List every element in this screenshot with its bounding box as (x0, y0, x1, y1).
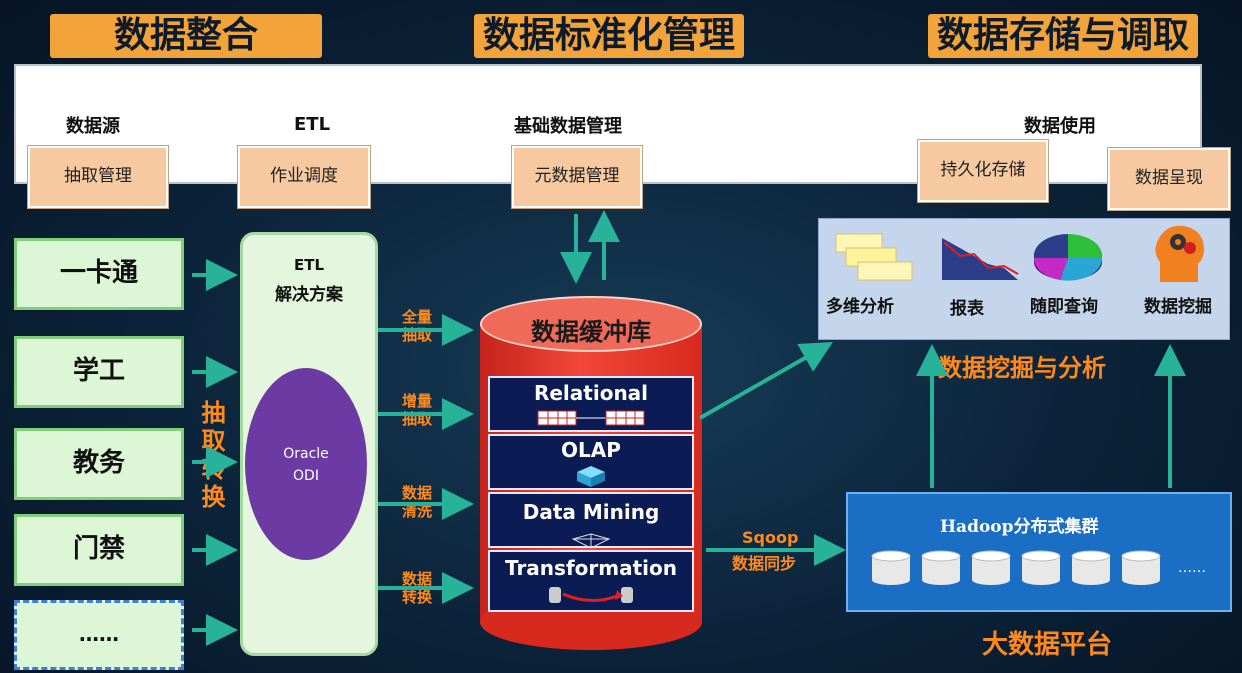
adhoc-query-pie-icon (1033, 233, 1103, 281)
multidim-cubes-icon (835, 233, 913, 281)
buffer-db-title: 数据缓冲库 (531, 318, 651, 346)
etl-solution-title-1: ETL (293, 256, 325, 274)
node-cylinder-icon (1071, 550, 1111, 585)
flow-data-cleaning: 数据清洗 (402, 484, 433, 520)
etl-solution-title-2: 解决方案 (275, 285, 343, 305)
header-integration: 数据整合 (50, 14, 322, 58)
header-storage: 数据存储与调取 (928, 14, 1198, 58)
label-data-source: 数据源 (66, 116, 120, 137)
analysis-caption: 数据挖掘与分析 (938, 354, 1106, 382)
label-etl: ETL (294, 114, 331, 135)
box-job-scheduling: 作业调度 (238, 146, 370, 208)
mining-diamond-icon (571, 533, 611, 549)
node-cylinder-icon (921, 550, 961, 585)
source-student-affairs: 学工 (14, 336, 184, 408)
source-campus-card: 一卡通 (14, 238, 184, 310)
hadoop-title: Hadoop分布式集群 (940, 517, 1099, 537)
box-extract-mgmt: 抽取管理 (28, 146, 168, 208)
analysis-multidim: 多维分析 (826, 297, 894, 317)
hadoop-nodes (871, 550, 1161, 585)
report-chart-icon (942, 238, 1019, 280)
oracle-odi-ellipse (245, 368, 367, 560)
flow-data-conversion: 数据转换 (402, 570, 433, 606)
layer-olap: OLAP (488, 434, 694, 490)
label-basic-data-mgmt: 基础数据管理 (514, 116, 622, 137)
box-data-presentation: 数据呈现 (1108, 148, 1230, 210)
sqoop-label: Sqoop (742, 528, 799, 547)
analysis-data-mining: 数据挖掘 (1144, 297, 1212, 317)
sqoop-sync-label: 数据同步 (732, 554, 797, 573)
layer-relational: Relational (488, 376, 694, 432)
box-metadata-mgmt: 元数据管理 (512, 146, 642, 208)
odi-line-1: Oracle (283, 446, 329, 462)
label-data-usage: 数据使用 (1024, 116, 1096, 137)
analysis-adhoc-query: 随即查询 (1030, 297, 1098, 317)
source-more: …… (14, 600, 184, 670)
box-persistent-storage: 持久化存储 (918, 140, 1048, 202)
relational-tables-icon (537, 410, 645, 426)
data-mining-head-icon (1155, 225, 1204, 282)
node-cylinder-icon (971, 550, 1011, 585)
transformation-arrow-icon (549, 587, 633, 603)
source-access-control: 门禁 (14, 514, 184, 586)
bigdata-platform-caption: 大数据平台 (982, 630, 1113, 660)
arrow-to-analysis (699, 342, 833, 420)
node-cylinder-icon (1121, 550, 1161, 585)
analysis-report: 报表 (950, 299, 984, 319)
hadoop-ellipsis: …… (1178, 560, 1206, 576)
layer-data-mining: Data Mining (488, 492, 694, 549)
source-academic-affairs: 教务 (14, 428, 184, 500)
odi-line-2: ODI (293, 468, 319, 484)
node-cylinder-icon (1021, 550, 1061, 585)
layer-transformation: Transformation (488, 550, 694, 612)
node-cylinder-icon (871, 550, 911, 585)
buffer-db-top (480, 296, 702, 352)
olap-cube-icon (577, 466, 605, 487)
header-standardization: 数据标准化管理 (474, 14, 744, 58)
